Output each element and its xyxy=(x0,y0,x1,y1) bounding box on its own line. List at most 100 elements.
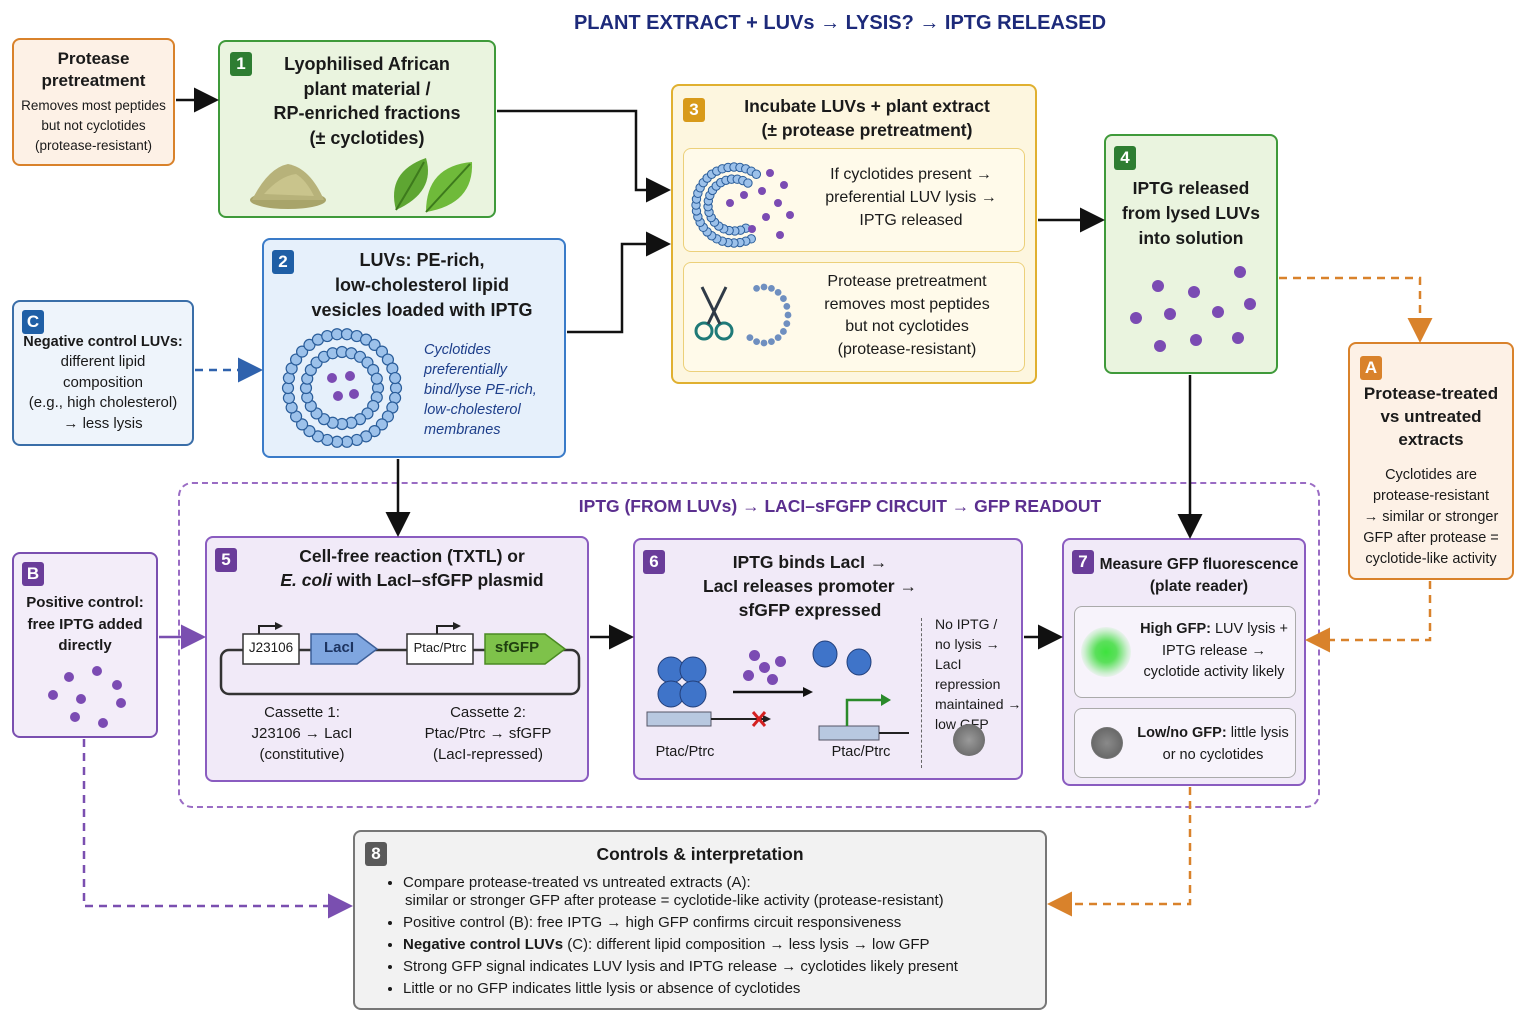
iptg-molecule xyxy=(1188,286,1200,298)
low-gfp-rest: little lysis or no cyclotides xyxy=(1162,725,1289,763)
iptg-molecule xyxy=(740,191,748,199)
iptg-molecule xyxy=(1190,334,1202,346)
induction-schematic xyxy=(646,640,909,741)
bullet1-text: Compare protease-treated vs untreated ex… xyxy=(403,874,751,891)
step5-number: 5 xyxy=(215,548,237,572)
cassette2-text: Cassette 2: Ptac/Ptrc → sfGFP (LacI-repr… xyxy=(424,704,552,763)
iptg-molecule xyxy=(76,694,86,704)
promoter-right-label: Ptac/Ptrc xyxy=(831,744,891,760)
iptg-molecule xyxy=(1152,280,1164,292)
leaf-icon xyxy=(394,158,473,213)
iptg-molecule xyxy=(759,662,770,673)
peptide-residue xyxy=(746,334,754,342)
plasmid-map xyxy=(219,622,581,696)
peptide-residue xyxy=(753,338,760,346)
step6-number: 6 xyxy=(643,550,665,574)
bullet3-rest: (C): different lipid composition → less … xyxy=(563,936,930,953)
step8-title: Controls & interpretation xyxy=(596,844,804,864)
step2-note: Cyclotides preferentially bind/lyse PE-r… xyxy=(424,342,537,438)
iptg-molecule xyxy=(767,674,778,685)
step3-subbox-protease: Protease pretreatment removes most pepti… xyxy=(683,262,1025,372)
iptg-molecule xyxy=(333,391,343,401)
step3-sub1-text: If cyclotides present → preferential LUV… xyxy=(825,166,997,229)
step5-ecoli: E. coli xyxy=(280,570,332,590)
step8-bullet-3: Negative control LUVs (C): different lip… xyxy=(403,936,1035,954)
iptg-molecule xyxy=(775,656,786,667)
step5-cellfree-box: 5 Cell-free reaction (TXTL) or E. coli w… xyxy=(205,536,589,782)
step7-measure-box: 7 Measure GFP fluorescence (plate reader… xyxy=(1062,538,1306,786)
step6-induction-box: 6 IPTG binds LacI → LacI releases promot… xyxy=(633,538,1023,780)
iptg-molecule xyxy=(1130,312,1142,324)
peptide-residue xyxy=(768,338,775,346)
iptg-molecule xyxy=(766,169,774,177)
step4-text: IPTG released from lysed LUVs into solut… xyxy=(1121,178,1261,248)
iptg-molecule xyxy=(776,231,784,239)
step6-side-text: No IPTG / no lysis → LacI repression mai… xyxy=(935,616,1022,732)
lipid-head xyxy=(381,410,395,423)
peptide-residue xyxy=(774,334,782,342)
iptg-molecule xyxy=(1212,306,1224,318)
step8-bullet-5: Little or no GFP indicates little lysis … xyxy=(403,980,1035,998)
peptide-chain-icon xyxy=(746,283,792,347)
boxA-label: A xyxy=(1360,356,1382,380)
arrow-step4-to-boxA xyxy=(1279,276,1433,343)
peptide-residue xyxy=(774,288,782,296)
iptg-molecule xyxy=(327,373,337,383)
step6-divider xyxy=(921,618,922,768)
iptg-molecule xyxy=(98,718,108,728)
promoter1-label: J23106 xyxy=(248,640,294,655)
iptg-molecule xyxy=(786,211,794,219)
peptide-residue xyxy=(783,302,791,310)
boxB-label: B xyxy=(22,562,44,586)
boxC-label: C xyxy=(22,310,44,334)
step3-number: 3 xyxy=(683,98,705,122)
step5-title-line2: E. coli with LacI–sfGFP plasmid xyxy=(237,570,587,591)
lipid-head xyxy=(751,169,762,179)
lipid-head xyxy=(743,178,753,188)
boxA-title: Protease-treated vs untreated extracts xyxy=(1363,384,1499,449)
boxC-title: Negative control LUVs: xyxy=(23,334,183,350)
lipid-head xyxy=(289,353,303,366)
arrow-boxB-to-step8 xyxy=(82,739,353,919)
iptg-molecule xyxy=(1234,266,1246,278)
bullet1-cont: similar or stronger GFP after protease =… xyxy=(405,892,944,909)
step1-number: 1 xyxy=(230,52,252,76)
step4-number: 4 xyxy=(1114,146,1136,170)
iptg-molecule xyxy=(112,680,122,690)
boxC-body: different lipid composition (e.g., high … xyxy=(28,353,178,432)
iptg-molecule xyxy=(1244,298,1256,310)
lipid-head xyxy=(370,372,383,385)
step2-luvs-box: 2 LUVs: PE-rich, low-cholesterol lipid v… xyxy=(262,238,566,458)
arrow-step1-to-step3 xyxy=(497,109,671,203)
step2-number: 2 xyxy=(272,250,294,274)
iptg-molecule xyxy=(116,698,126,708)
promoter-left-label: Ptac/Ptrc xyxy=(655,744,715,760)
low-gfp-glow xyxy=(1091,727,1123,759)
diagram-title: PLANT EXTRACT + LUVs → LYSIS? → IPTG REL… xyxy=(573,12,1107,34)
low-gfp-dot xyxy=(953,724,985,756)
iptg-molecule xyxy=(780,181,788,189)
protease-box-body: Removes most peptides but not cyclotides… xyxy=(21,98,166,153)
cassette1-text: Cassette 1: J23106 → LacI (constitutive) xyxy=(251,704,353,763)
lipid-head xyxy=(388,371,402,385)
arrow-boxA-to-step7 xyxy=(1305,581,1432,653)
negative-control-box: C Negative control LUVs: different lipid… xyxy=(12,300,194,446)
gene2-label: sfGFP xyxy=(494,639,540,656)
step8-bullet-list: Compare protease-treated vs untreated ex… xyxy=(385,874,1035,1002)
high-gfp-panel: High GFP: LUV lysis + IPTG release → cyc… xyxy=(1074,606,1296,698)
step5-title-line1: Cell-free reaction (TXTL) or xyxy=(299,546,525,566)
promoter2-label: Ptac/Ptrc xyxy=(413,640,467,655)
step3-subbox-lysis: If cyclotides present → preferential LUV… xyxy=(683,148,1025,252)
step4-iptg-released-box: 4 IPTG released from lysed LUVs into sol… xyxy=(1104,134,1278,374)
peptide-residue xyxy=(760,283,768,291)
step8-bullet-4: Strong GFP signal indicates LUV lysis an… xyxy=(403,958,1035,976)
iptg-molecule xyxy=(1164,308,1176,320)
iptg-molecule xyxy=(743,670,754,681)
step8-bullet-2: Positive control (B): free IPTG → high G… xyxy=(403,914,1035,932)
circuit-title: IPTG (FROM LUVs) → LACI–sFGFP CIRCUIT → … xyxy=(578,496,1102,516)
gene1-label: LacI xyxy=(323,639,354,656)
arrow-step7-to-step8 xyxy=(1047,787,1192,917)
peptide-residue xyxy=(760,339,768,347)
step8-controls-box: 8 Controls & interpretation Compare prot… xyxy=(353,830,1047,1010)
